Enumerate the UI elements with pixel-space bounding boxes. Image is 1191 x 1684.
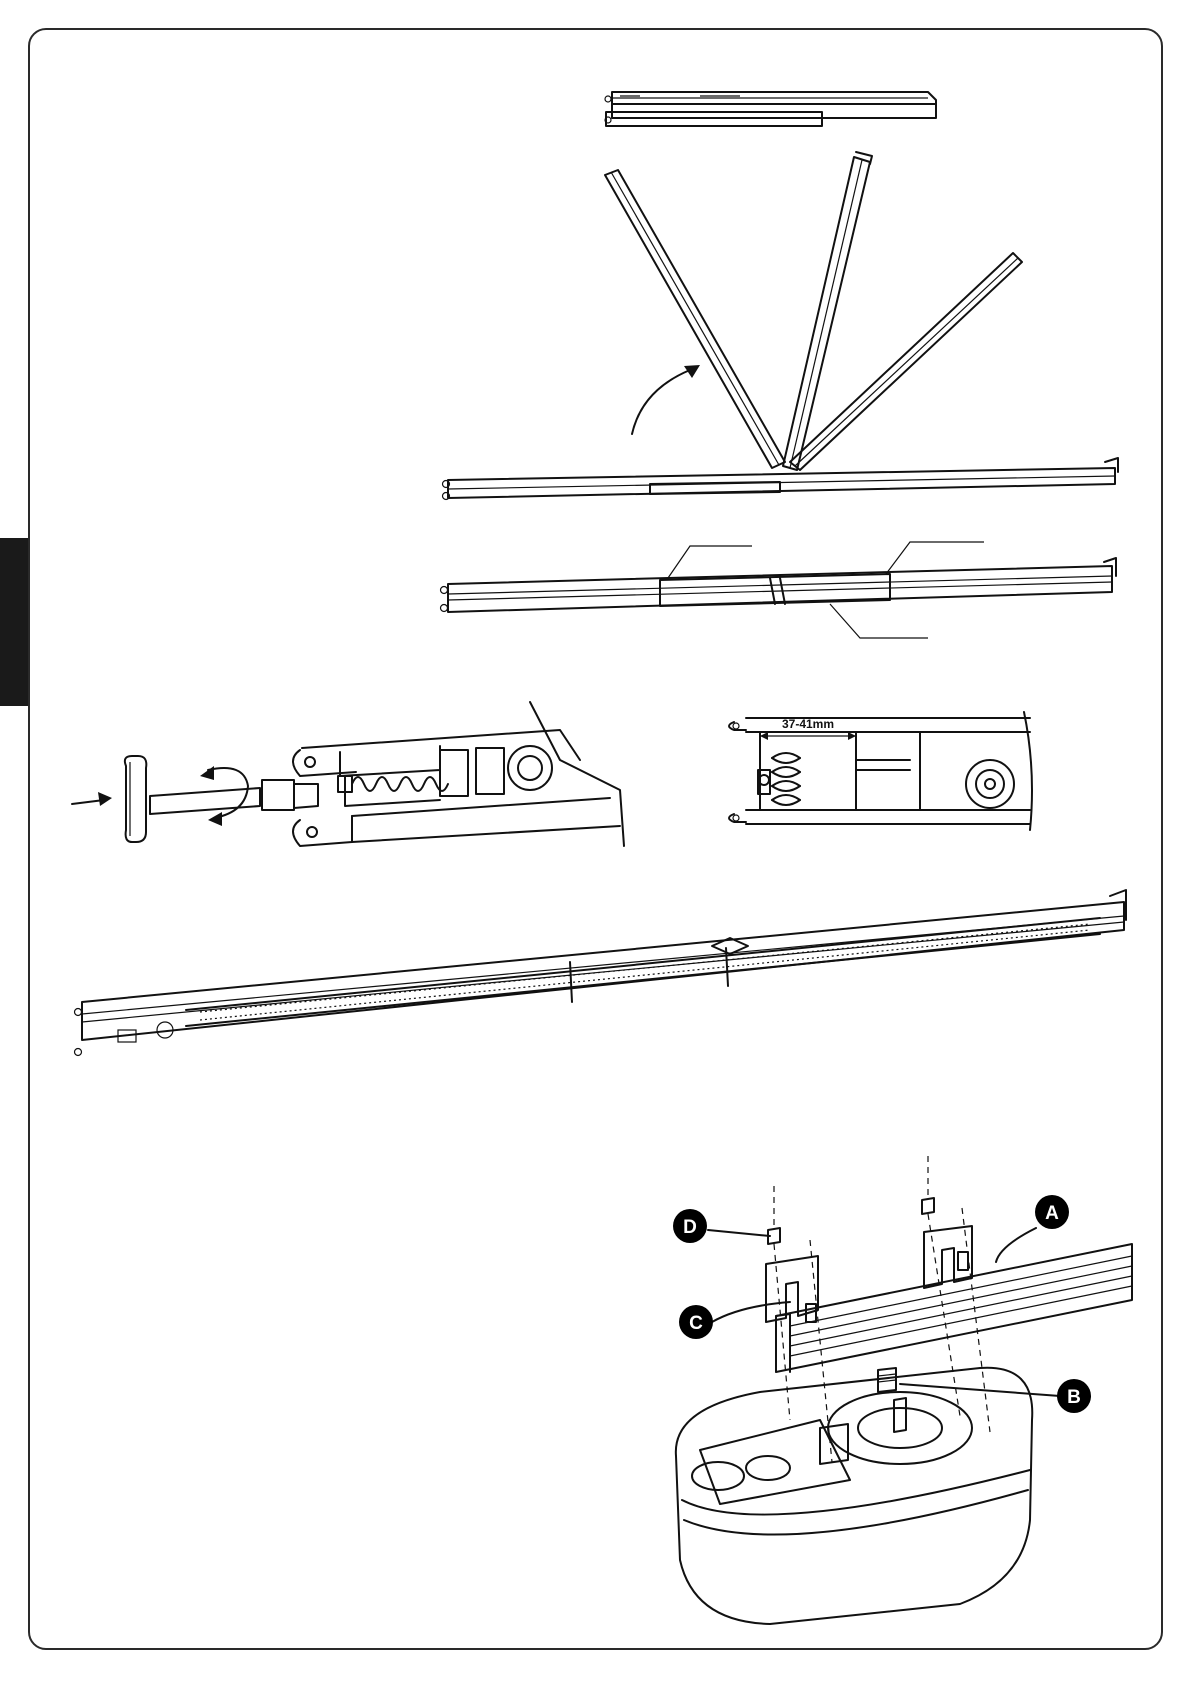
leader-line-d [708,1230,770,1236]
rail-pair-folded [605,92,936,126]
callout-badge-a: A [1035,1195,1069,1229]
rail-joined [441,542,1117,638]
spring-dimension-detail: 37-41mm [729,712,1032,830]
rail-assembled-full [75,890,1127,1056]
leader-line-a [996,1228,1036,1262]
svg-text:C: C [689,1313,703,1334]
dimension-label: 37-41mm [782,717,834,731]
svg-text:A: A [1045,1203,1059,1224]
svg-text:D: D [683,1217,697,1238]
callout-badge-d: D [673,1209,707,1243]
rail-unfolding [443,152,1119,500]
callout-badge-c: C [679,1305,713,1339]
rail-tensioning-detail [72,702,624,846]
svg-text:B: B [1067,1387,1081,1408]
callout-badge-b: B [1057,1379,1091,1413]
